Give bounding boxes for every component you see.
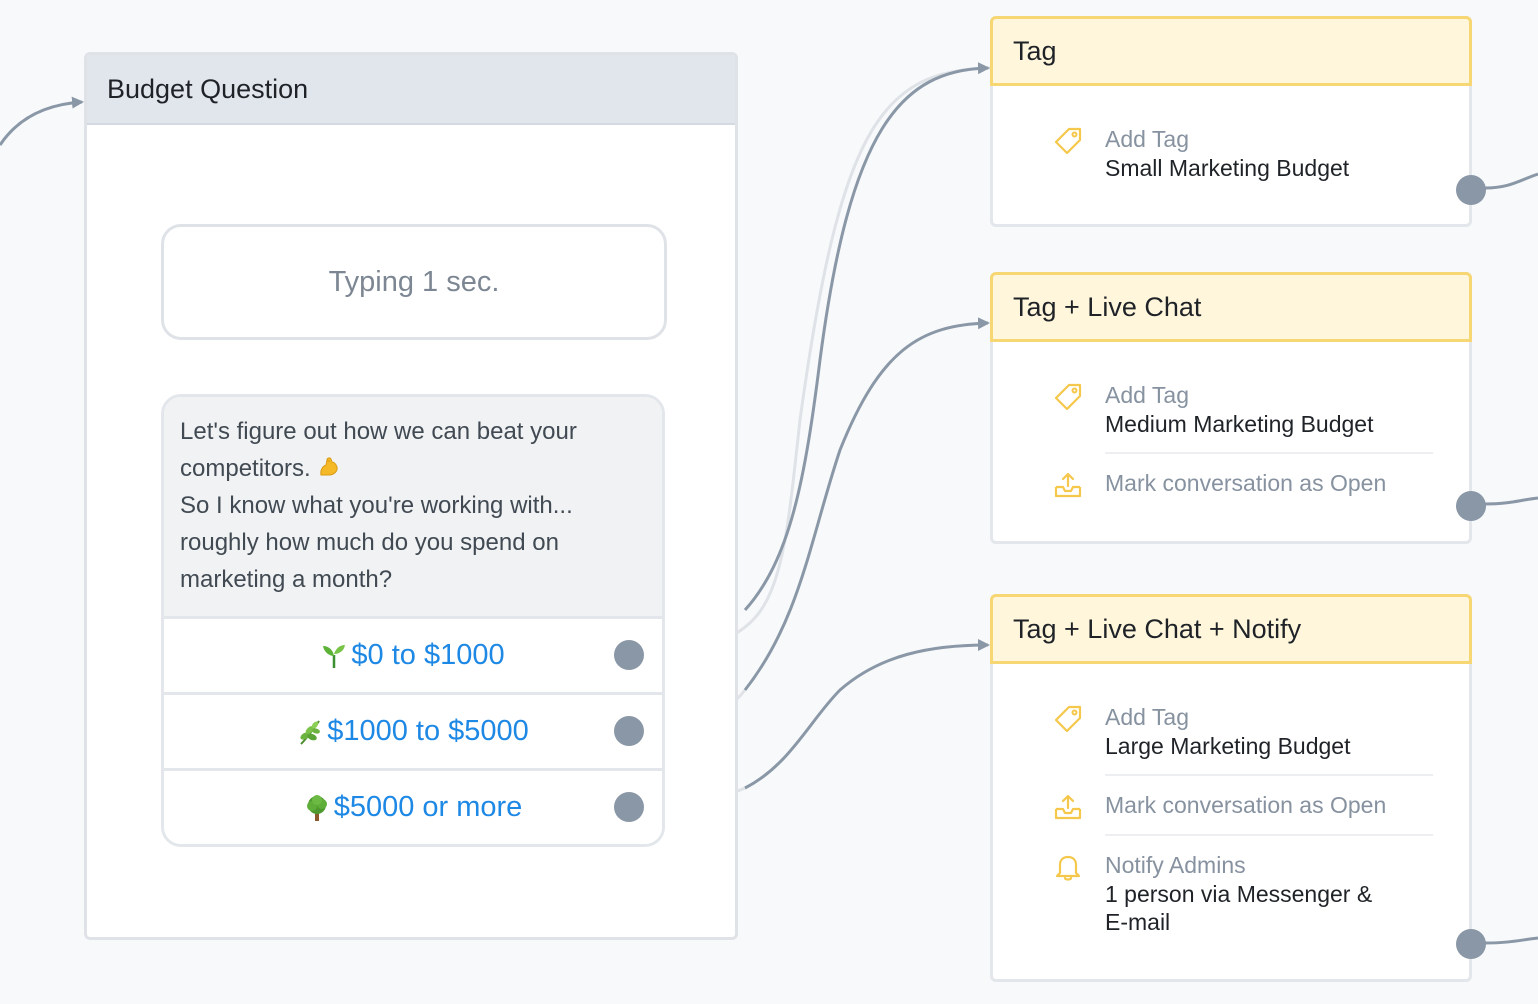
action-card-header[interactable]: Tag [990,16,1472,86]
quick-reply-button[interactable]: $5000 or more [164,768,662,844]
message-line: So I know what you're working with... [180,492,573,519]
outgoing-wire-1 [1484,172,1538,190]
action-row-title: Add Tag [1105,126,1189,152]
action-row-add-tag[interactable]: Add Tag Small Marketing Budget [1054,110,1433,196]
tag-icon [1054,383,1082,411]
action-output-port[interactable] [1456,929,1486,959]
wire-reply-1-visible [743,62,990,612]
tag-icon [1054,127,1082,155]
typing-delay-block[interactable]: Typing 1 sec. [161,224,667,340]
action-card-tag[interactable]: Tag Add Tag Small Marketing Budget [990,16,1486,227]
question-card-header[interactable]: Budget Question [87,55,735,125]
action-row-value: Small Marketing Budget [1105,155,1350,181]
quick-reply-label: $5000 or more [333,791,523,823]
message-line: marketing a month? [180,566,393,593]
message-line: competitors. [180,450,646,487]
action-row-title: Mark conversation as Open [1105,470,1387,496]
quick-reply-label: $0 to $1000 [351,639,505,671]
reply-output-port[interactable] [614,716,644,746]
action-row-mark-open[interactable]: Mark conversation as Open [1054,774,1433,834]
message-line: roughly how much do you spend on [180,529,559,556]
action-card-title: Tag [1013,35,1057,66]
action-card-header[interactable]: Tag + Live Chat + Notify [990,594,1472,664]
tree-icon [306,794,327,821]
action-card-tag-live-chat-notify[interactable]: Tag + Live Chat + Notify Add Tag Large M… [990,594,1486,982]
action-card-tag-live-chat[interactable]: Tag + Live Chat Add Tag Medium Marketing… [990,272,1486,544]
quick-reply-button[interactable]: $1000 to $5000 [164,692,662,768]
tag-icon [1054,705,1082,733]
inbox-upload-icon [1054,794,1082,820]
action-row-value: 1 person via Messenger & [1105,881,1373,907]
wire-reply-3-visible [744,639,990,790]
wire-reply-2-visible [743,317,990,691]
message-text: Let's figure out how we can beat your co… [164,397,662,616]
action-row-title: Notify Admins [1105,852,1246,878]
action-row-add-tag[interactable]: Add Tag Large Marketing Budget [1054,688,1433,774]
action-row-title: Mark conversation as Open [1105,792,1387,818]
outgoing-wire-2 [1484,496,1538,506]
action-row-mark-open[interactable]: Mark conversation as Open [1054,452,1433,512]
typing-delay-label: Typing 1 sec. [328,265,500,298]
question-card-title: Budget Question [107,73,309,104]
action-row-value: Medium Marketing Budget [1105,411,1374,437]
message-block[interactable]: Let's figure out how we can beat your co… [161,394,665,847]
outgoing-wire-3 [1484,936,1538,945]
budget-question-card[interactable]: Budget Question Typing 1 sec. Let's figu… [84,52,738,940]
action-row-add-tag[interactable]: Add Tag Medium Marketing Budget [1054,366,1433,452]
bell-icon [1055,855,1081,881]
action-card-title: Tag + Live Chat [1013,291,1202,322]
action-row-value: Large Marketing Budget [1105,733,1351,759]
action-output-port[interactable] [1456,175,1486,205]
seedling-icon [323,644,346,668]
action-row-title: Add Tag [1105,704,1189,730]
herb-icon [300,719,321,745]
reply-output-port[interactable] [614,792,644,822]
action-row-value: E-mail [1105,909,1171,935]
reply-output-port[interactable] [614,640,644,670]
action-output-port[interactable] [1456,491,1486,521]
message-line: Let's figure out how we can beat your [180,418,577,445]
action-card-title: Tag + Live Chat + Notify [1013,613,1302,644]
action-card-header[interactable]: Tag + Live Chat [990,272,1472,342]
incoming-wire [0,96,84,146]
action-row-title: Add Tag [1105,382,1189,408]
inbox-upload-icon [1054,472,1082,498]
quick-reply-label: $1000 to $5000 [327,715,529,747]
flexed-biceps-icon [320,457,338,476]
action-row-notify-admins[interactable]: Notify Admins 1 person via Messenger & E… [1055,834,1433,950]
quick-reply-button[interactable]: $0 to $1000 [164,616,662,692]
